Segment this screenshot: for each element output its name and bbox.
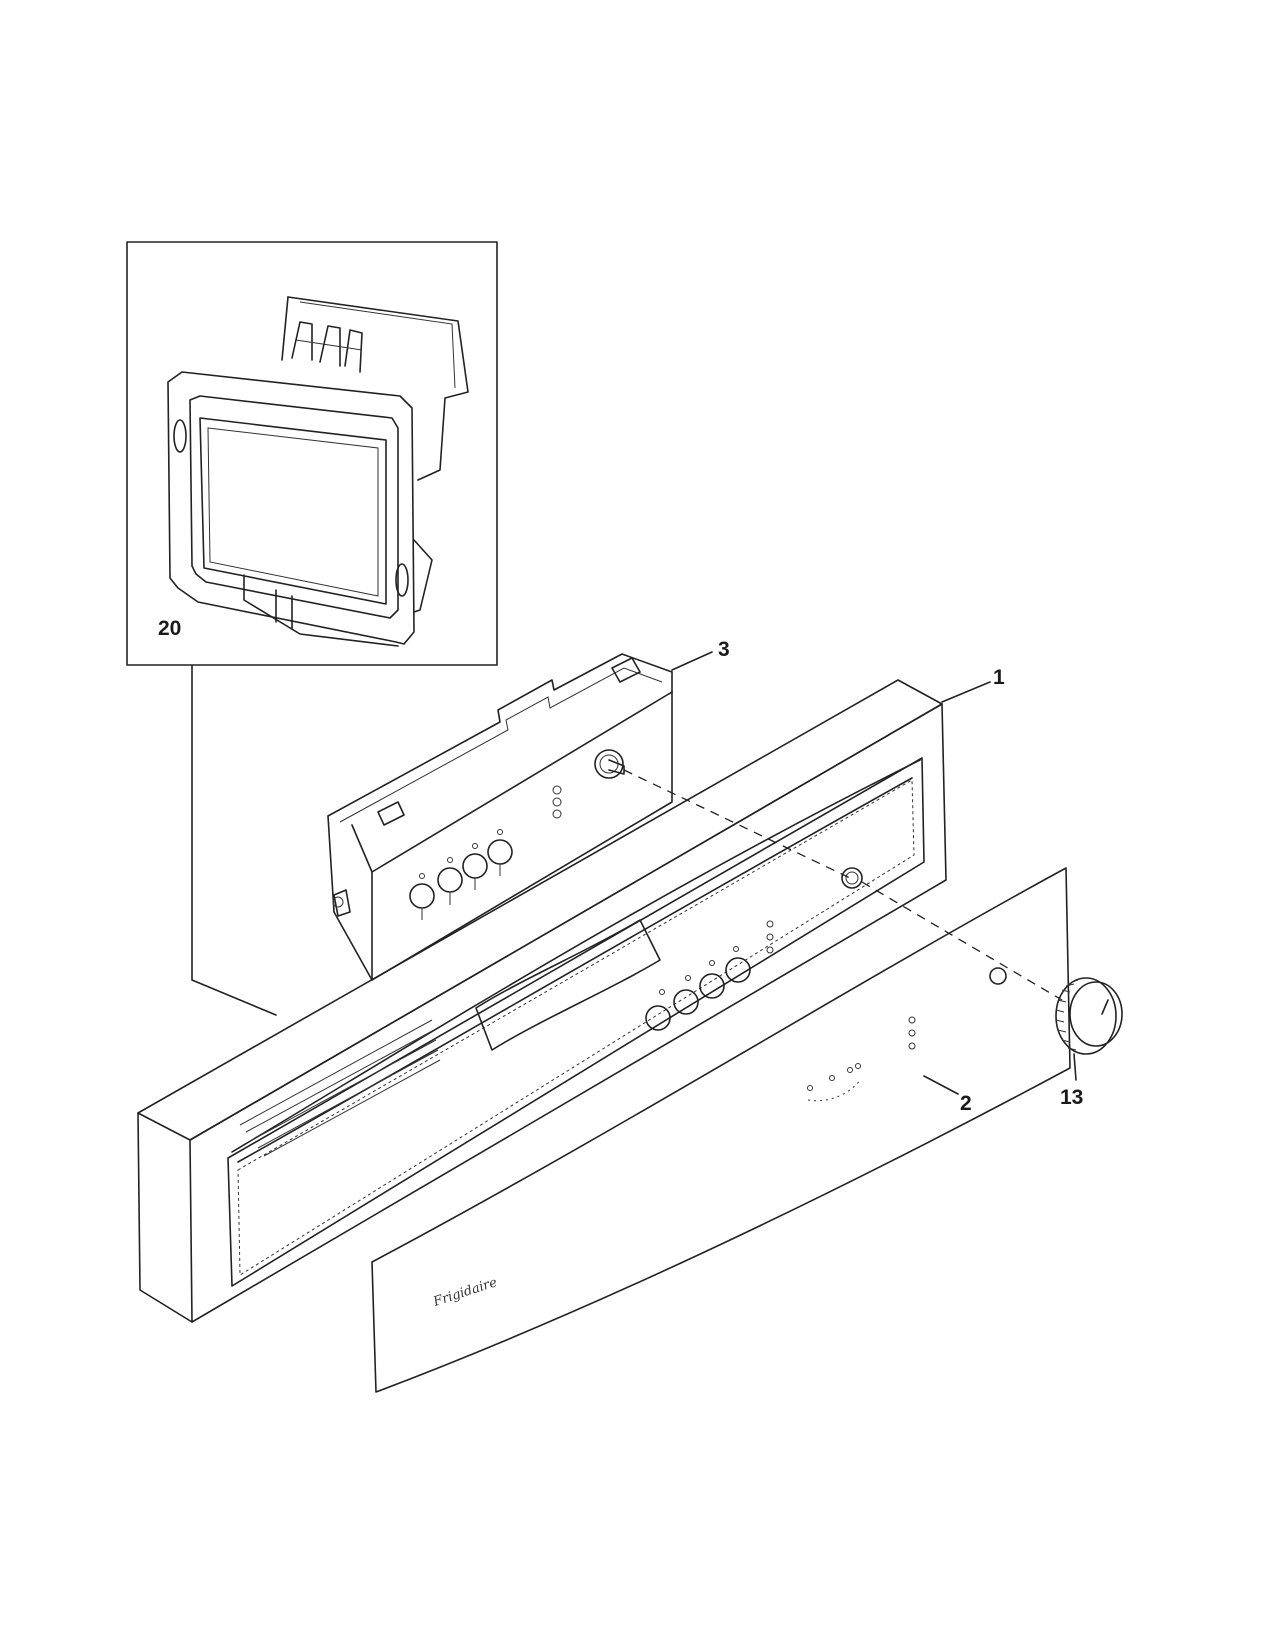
callout-13: 13 [1060,1086,1083,1109]
callout-3-leader [671,651,713,671]
callout-2: 2 [960,1092,972,1115]
callout-1-leader [941,681,991,703]
alignment-line-console-to-knob [861,881,1063,1001]
callout-20: 20 [158,617,181,640]
inset-leader-line [191,664,277,1016]
dispenser-illustration [167,296,469,647]
console-illustration [137,679,947,1323]
knob-illustration [1055,977,1123,1055]
control-board-illustration [327,653,673,981]
callout-3: 3 [718,638,730,661]
callout-13-leader [1073,1053,1077,1081]
callout-1: 1 [993,666,1005,689]
brand-logo: Frigidaire [431,1275,500,1310]
callout-2-leader [923,1075,959,1095]
alignment-line-board-to-console [623,769,851,879]
overlay-panel-illustration [371,867,1071,1393]
inset-frame-part-20 [126,241,498,666]
